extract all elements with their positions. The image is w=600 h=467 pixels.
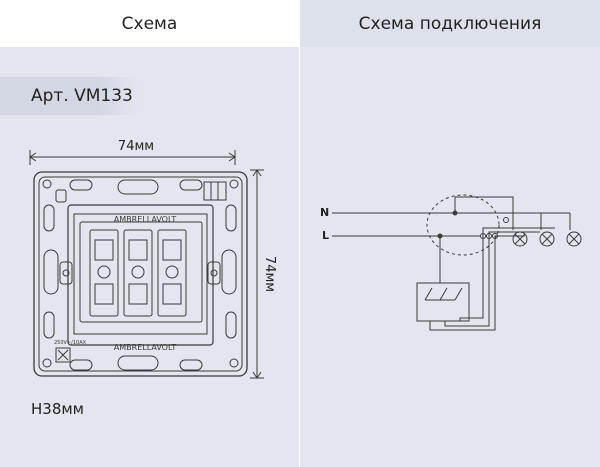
tab-wiring-scheme-label: Схема подключения bbox=[358, 13, 542, 34]
wiring-diagram: N L bbox=[320, 194, 582, 331]
lamp-1-icon bbox=[512, 231, 528, 247]
lamp-2-icon bbox=[539, 231, 555, 247]
width-dimension-label: 74мм bbox=[118, 139, 154, 154]
lamp-3-icon bbox=[566, 231, 582, 247]
tab-scheme[interactable]: Схема bbox=[0, 0, 299, 47]
brand-bottom-label: AMBRELLAVOLT bbox=[114, 343, 177, 352]
junction-box bbox=[426, 194, 500, 256]
device-drawing: AMBRELLAVOLT AMBRELLAVOLT 250V~/10AX 74м… bbox=[29, 139, 277, 379]
left-slot bbox=[43, 249, 59, 295]
top-slot bbox=[117, 179, 159, 195]
panel-divider bbox=[299, 0, 300, 467]
line-label: L bbox=[322, 229, 329, 242]
key-3 bbox=[157, 229, 187, 317]
wiring-panel bbox=[300, 47, 600, 467]
article-number: Арт. VM133 bbox=[31, 86, 133, 106]
article-badge bbox=[0, 77, 140, 115]
mounting-frame bbox=[33, 171, 248, 377]
brand-top-label: AMBRELLAVOLT bbox=[114, 215, 177, 224]
neutral-label: N bbox=[320, 206, 329, 219]
bottom-slot bbox=[117, 355, 159, 371]
key-2 bbox=[123, 229, 153, 317]
depth-label: H38мм bbox=[31, 400, 84, 418]
right-slot bbox=[221, 249, 237, 295]
scheme-panel bbox=[0, 47, 299, 467]
key-1 bbox=[89, 229, 119, 317]
tab-scheme-label: Схема bbox=[121, 13, 178, 34]
tab-wiring-scheme[interactable]: Схема подключения bbox=[300, 0, 600, 47]
height-dimension-label: 74мм bbox=[262, 256, 277, 292]
switch-box bbox=[416, 282, 470, 322]
rating-label: 250V~/10AX bbox=[54, 340, 87, 346]
